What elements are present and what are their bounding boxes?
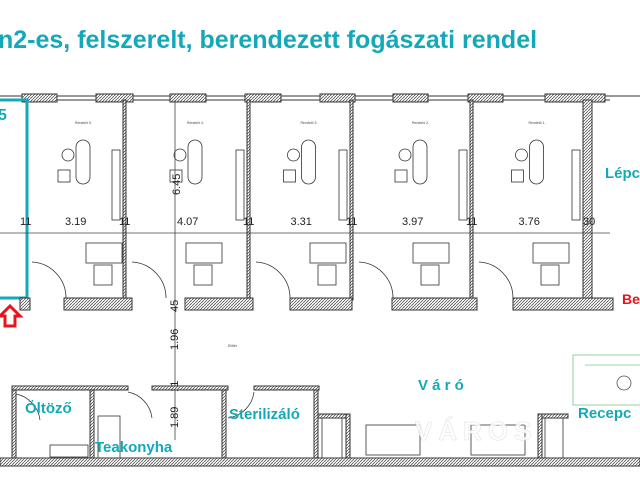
desk-chair bbox=[93, 264, 113, 286]
lower-walls bbox=[0, 385, 640, 467]
desk bbox=[185, 242, 223, 264]
room-width-dim: 3.31 bbox=[291, 216, 312, 228]
stairs-label: Lépc bbox=[605, 165, 640, 182]
dim-wall: 45 bbox=[169, 300, 181, 312]
entrance-label: Be bbox=[622, 291, 640, 307]
lower-fixtures bbox=[15, 391, 564, 459]
top-wall bbox=[0, 93, 640, 103]
desk-chair bbox=[540, 264, 560, 286]
page-title: n2-es, felszerelt, berendezett fogászati… bbox=[0, 26, 538, 54]
corridor-label: Előtér bbox=[228, 344, 238, 348]
window bbox=[319, 93, 356, 103]
window bbox=[544, 93, 606, 103]
entrance-arrow-icon bbox=[0, 303, 24, 328]
room-bottom-wall bbox=[19, 297, 614, 311]
door bbox=[358, 261, 394, 299]
room-label: Rendelő 3. bbox=[301, 121, 318, 125]
watermark: VÁROS bbox=[415, 416, 537, 446]
room-label: Rendelő 5. bbox=[75, 121, 92, 125]
room-width-dim: 3.19 bbox=[65, 216, 86, 228]
dental-chair bbox=[283, 139, 348, 221]
window bbox=[95, 93, 134, 103]
wall-dim: 11 bbox=[243, 216, 254, 228]
desk-chair bbox=[193, 264, 213, 286]
dim-corridor: 1.96 bbox=[169, 329, 181, 350]
door bbox=[478, 261, 514, 299]
dim-room-depth: 6.45 bbox=[171, 174, 183, 195]
desk bbox=[85, 242, 123, 264]
wall-dim: 11 bbox=[466, 216, 477, 228]
partitions bbox=[122, 99, 593, 301]
room-width-dim: 4.07 bbox=[177, 216, 198, 228]
sterilizer-room-label: Sterilizáló bbox=[229, 406, 300, 423]
dim-lower: 1.89 bbox=[169, 407, 181, 428]
dental-chair bbox=[394, 139, 468, 221]
room-width-dim: 3.97 bbox=[402, 216, 423, 228]
window bbox=[169, 93, 207, 103]
reception-label: Recepc bbox=[578, 405, 631, 422]
wall-dim: 11 bbox=[20, 216, 31, 228]
door bbox=[131, 261, 167, 299]
dental-chair bbox=[169, 139, 245, 221]
desk-chair bbox=[317, 264, 337, 286]
highlight-outline bbox=[0, 98, 29, 300]
reception-desk bbox=[572, 354, 640, 406]
dental-chair bbox=[511, 139, 581, 221]
desk bbox=[412, 242, 450, 264]
room-label: Rendelő 1. bbox=[529, 121, 546, 125]
kitchen-label: Teakonyha bbox=[95, 439, 173, 456]
desk bbox=[309, 242, 347, 264]
window bbox=[467, 93, 504, 103]
wall-dim: 11 bbox=[119, 216, 130, 228]
room-label: Rendelő 4. bbox=[187, 121, 204, 125]
dental-chair bbox=[57, 139, 121, 221]
room-label: Rendelő 2. bbox=[412, 121, 429, 125]
desk bbox=[532, 242, 570, 264]
changing-room-label: Öltöző bbox=[25, 400, 72, 417]
waiting-room-label: V á r ó bbox=[418, 377, 464, 394]
partial-label-left: 5 bbox=[0, 107, 7, 124]
window bbox=[244, 93, 282, 103]
wall-dim: 11 bbox=[346, 216, 357, 228]
wall-dim: 30 bbox=[583, 216, 595, 228]
window bbox=[392, 93, 429, 103]
door bbox=[31, 261, 67, 299]
door bbox=[255, 261, 291, 299]
desk-chair bbox=[420, 264, 440, 286]
room-width-dim: 3.76 bbox=[519, 216, 540, 228]
window bbox=[21, 93, 58, 103]
